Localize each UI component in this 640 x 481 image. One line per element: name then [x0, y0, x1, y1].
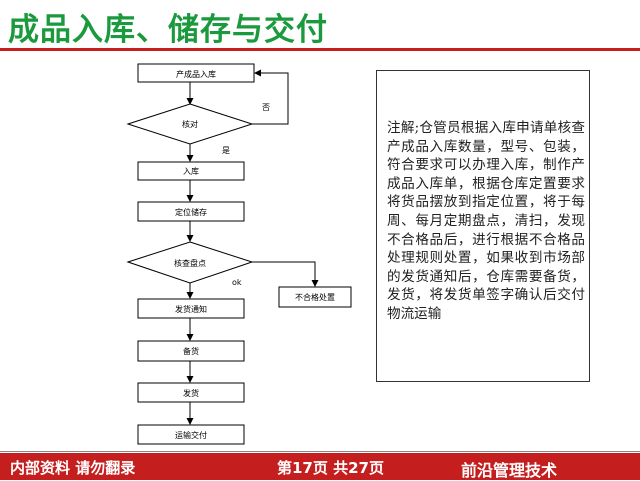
- footer-confidential: 内部资料 请勿翻录: [10, 459, 136, 477]
- decision-check-diamond: [126, 103, 254, 145]
- footer-brand: 前沿管理技术: [461, 461, 558, 480]
- step-ship-notice-box: [137, 298, 245, 319]
- title-divider: [0, 48, 640, 51]
- step-prepare-label: 备货: [183, 346, 199, 356]
- page-title: 成品入库、储存与交付: [8, 12, 328, 48]
- annotation-note: 注解;仓管员根据入库申请单核查产成品入库数量，型号、包装，符合要求可以办理入库，…: [376, 70, 590, 382]
- footer-divider: [0, 451, 640, 452]
- step-stock-in-label: 入库: [183, 166, 199, 176]
- decision-inventory-diamond: [126, 241, 254, 284]
- step-deliver-label: 运输交付: [175, 430, 207, 440]
- step-receive-label: 产成品入库: [176, 69, 216, 79]
- title-bar: 成品入库、储存与交付: [0, 0, 640, 48]
- footer-page-number: 第17页 共27页: [277, 459, 384, 477]
- step-ship-label: 发货: [183, 388, 199, 398]
- no-branch-label: 否: [262, 103, 270, 112]
- decision-check-label: 核对: [182, 119, 198, 129]
- step-prepare-box: [137, 340, 245, 362]
- step-locate-label: 定位储存: [175, 207, 207, 217]
- decision-inventory-label: 核查盘点: [174, 258, 206, 268]
- ok-branch-label: ok: [232, 278, 242, 287]
- yes-branch-label: 是: [222, 146, 230, 155]
- step-ship-box: [137, 382, 245, 403]
- flow-connectors: [186, 69, 319, 425]
- step-deliver-box: [137, 424, 245, 445]
- step-stock-in-box: [137, 161, 245, 181]
- step-nonconforming-label: 不合格处置: [295, 292, 335, 302]
- step-nonconforming-box: [278, 286, 352, 308]
- step-ship-notice-label: 发货通知: [175, 304, 207, 314]
- footer-bar: 内部资料 请勿翻录 第17页 共27页 前沿管理技术: [0, 453, 640, 480]
- step-locate-box: [137, 201, 245, 222]
- step-receive-box: [137, 63, 255, 83]
